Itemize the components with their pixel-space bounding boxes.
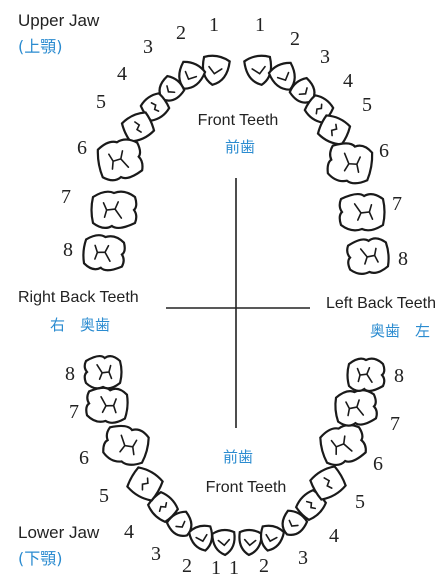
tooth-upper-right-6 (95, 137, 144, 182)
tooth-number-upper-right-6: 6 (77, 137, 87, 159)
upper-jaw-label-cjk: (上顎) (18, 37, 63, 56)
front-teeth-upper-label: Front Teeth (198, 112, 279, 129)
tooth-number-lower-left-1: 1 (229, 557, 239, 576)
tooth-upper-right-8 (82, 234, 126, 272)
tooth-number-upper-left-3: 3 (320, 46, 330, 68)
lower-jaw-label-cjk: (下顎) (18, 549, 63, 568)
tooth-number-lower-right-1: 1 (211, 557, 221, 576)
tooth-number-lower-right-6: 6 (79, 447, 89, 469)
tooth-lower-right-6 (101, 422, 152, 468)
tooth-outline (257, 524, 285, 554)
tooth-number-lower-right-8: 8 (65, 363, 75, 385)
tooth-number-upper-left-7: 7 (392, 193, 402, 215)
left-back-teeth-label: Left Back Teeth (326, 295, 436, 312)
tooth-number-lower-left-6: 6 (373, 453, 383, 475)
tooth-number-upper-left-5: 5 (362, 94, 372, 116)
tooth-number-lower-left-5: 5 (355, 491, 365, 513)
tooth-number-upper-right-1: 1 (209, 14, 219, 36)
tooth-number-lower-right-2: 2 (182, 555, 192, 576)
front-teeth-lower-label: Front Teeth (206, 479, 287, 496)
tooth-upper-left-8 (346, 237, 390, 275)
lower-jaw-label: Lower Jaw (18, 523, 100, 542)
tooth-number-upper-left-6: 6 (379, 140, 389, 162)
tooth-number-upper-right-3: 3 (143, 36, 153, 58)
tooth-lower-left-1 (238, 529, 262, 556)
tooth-lower-left-2 (257, 524, 285, 554)
tooth-number-lower-left-4: 4 (329, 525, 339, 547)
tooth-lower-right-1 (212, 529, 236, 556)
right-back-teeth-label: Right Back Teeth (18, 289, 139, 306)
tooth-number-lower-right-5: 5 (99, 485, 109, 507)
tooth-lower-left-8 (348, 359, 385, 391)
upper-jaw-label: Upper Jaw (18, 11, 100, 30)
tooth-lower-right-7 (85, 386, 129, 424)
tooth-number-upper-right-8: 8 (63, 239, 73, 261)
tooth-number-lower-left-3: 3 (298, 547, 308, 569)
tooth-number-upper-right-2: 2 (176, 22, 186, 44)
tooth-number-upper-left-2: 2 (290, 28, 300, 50)
tooth-number-lower-right-3: 3 (151, 543, 161, 565)
front-teeth-upper-label-cjk: 前歯 (225, 138, 255, 156)
left-back-teeth-label-cjk: 奥歯 左 (370, 322, 430, 340)
right-back-teeth-label-cjk: 右 奥歯 (50, 316, 110, 334)
tooth-lower-right-8 (85, 356, 122, 388)
tooth-outline (212, 529, 236, 556)
tooth-upper-right-7 (92, 192, 137, 228)
tooth-number-lower-left-2: 2 (259, 555, 269, 576)
front-teeth-lower-label-cjk: 前歯 (223, 448, 253, 466)
tooth-number-lower-right-4: 4 (124, 521, 134, 543)
tooth-number-upper-right-7: 7 (61, 186, 71, 208)
tooth-number-lower-right-7: 7 (69, 401, 79, 423)
tooth-upper-left-7 (340, 194, 385, 230)
tooth-outline (188, 524, 216, 554)
tooth-number-upper-left-1: 1 (255, 14, 265, 36)
tooth-number-lower-left-7: 7 (390, 413, 400, 435)
tooth-number-upper-left-8: 8 (398, 248, 408, 270)
tooth-number-upper-right-4: 4 (117, 63, 127, 85)
tooth-lower-left-6 (317, 422, 368, 468)
tooth-number-upper-right-5: 5 (96, 91, 106, 113)
tooth-lower-left-7 (334, 389, 378, 427)
tooth-number-upper-left-4: 4 (343, 70, 353, 92)
tooth-upper-left-6 (326, 141, 375, 186)
tooth-number-lower-left-8: 8 (394, 365, 404, 387)
tooth-lower-right-2 (188, 524, 216, 554)
tooth-outline (238, 529, 262, 556)
